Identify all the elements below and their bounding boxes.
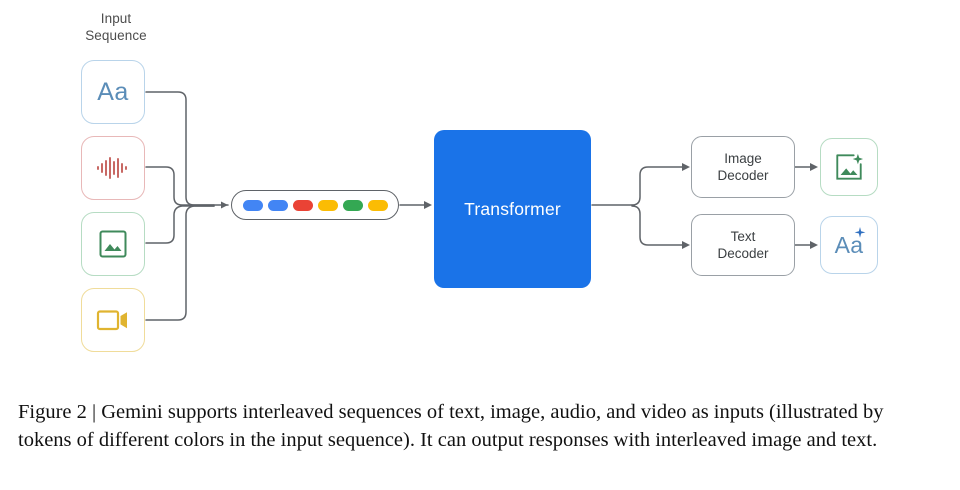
token-6 [367, 199, 388, 211]
token-1 [242, 199, 263, 211]
connector-text-input [145, 91, 215, 206]
input-card-audio[interactable] [81, 136, 145, 200]
image-decoder-box[interactable]: Image Decoder [691, 136, 795, 198]
connector-audio-input [145, 166, 215, 206]
text-aa-icon: Aa [97, 77, 129, 106]
arrowhead-text-decoder [682, 241, 690, 249]
output-card-image[interactable] [820, 138, 878, 196]
figure-area: Input Sequence Aa [70, 10, 878, 352]
output-card-text[interactable]: Aa [820, 216, 878, 274]
input-card-video[interactable] [81, 288, 145, 352]
image-decoder-label-line2: Decoder [717, 168, 769, 183]
connector-video-input [145, 205, 215, 321]
sparkle-icon [854, 226, 866, 238]
input-card-image[interactable] [81, 212, 145, 276]
transformer-block[interactable]: Transformer [434, 130, 591, 288]
connector-to-image-decoder [631, 166, 687, 206]
arrowhead-to-transformer [424, 201, 432, 209]
input-sequence-label-line1: Input [100, 11, 132, 26]
video-camera-icon [96, 310, 127, 331]
image-picture-icon [99, 230, 127, 258]
arrowhead-image-decoder [682, 163, 690, 171]
audio-waveform-icon [97, 157, 127, 179]
arrowhead-image-output [810, 163, 818, 171]
token-sequence-capsule[interactable] [231, 190, 399, 220]
text-decoder-label-line2: Decoder [717, 246, 769, 261]
text-decoder-box[interactable]: Text Decoder [691, 214, 795, 276]
diagram-connectors [145, 91, 818, 321]
token-5 [342, 199, 363, 211]
text-output-glyph: Aa [834, 231, 864, 258]
text-decoder-label-line1: Text [730, 229, 756, 244]
token-3 [292, 199, 313, 211]
connector-to-text-decoder [631, 205, 687, 246]
text-sparkle-icon: Aa [834, 226, 866, 259]
image-sparkle-icon [836, 153, 864, 180]
arrowhead-text-output [810, 241, 818, 249]
input-sequence-label: Input Sequence [70, 10, 162, 44]
arrowhead-to-capsule [221, 201, 228, 209]
figure-caption: Figure 2 | Gemini supports interleaved s… [18, 401, 884, 451]
image-decoder-label-line1: Image [724, 151, 762, 166]
input-sequence-label-line2: Sequence [85, 28, 147, 43]
connector-image-input [145, 205, 215, 244]
transformer-label: Transformer [464, 198, 561, 219]
token-4 [317, 199, 338, 211]
token-2 [267, 199, 288, 211]
input-card-text[interactable]: Aa [81, 60, 145, 124]
